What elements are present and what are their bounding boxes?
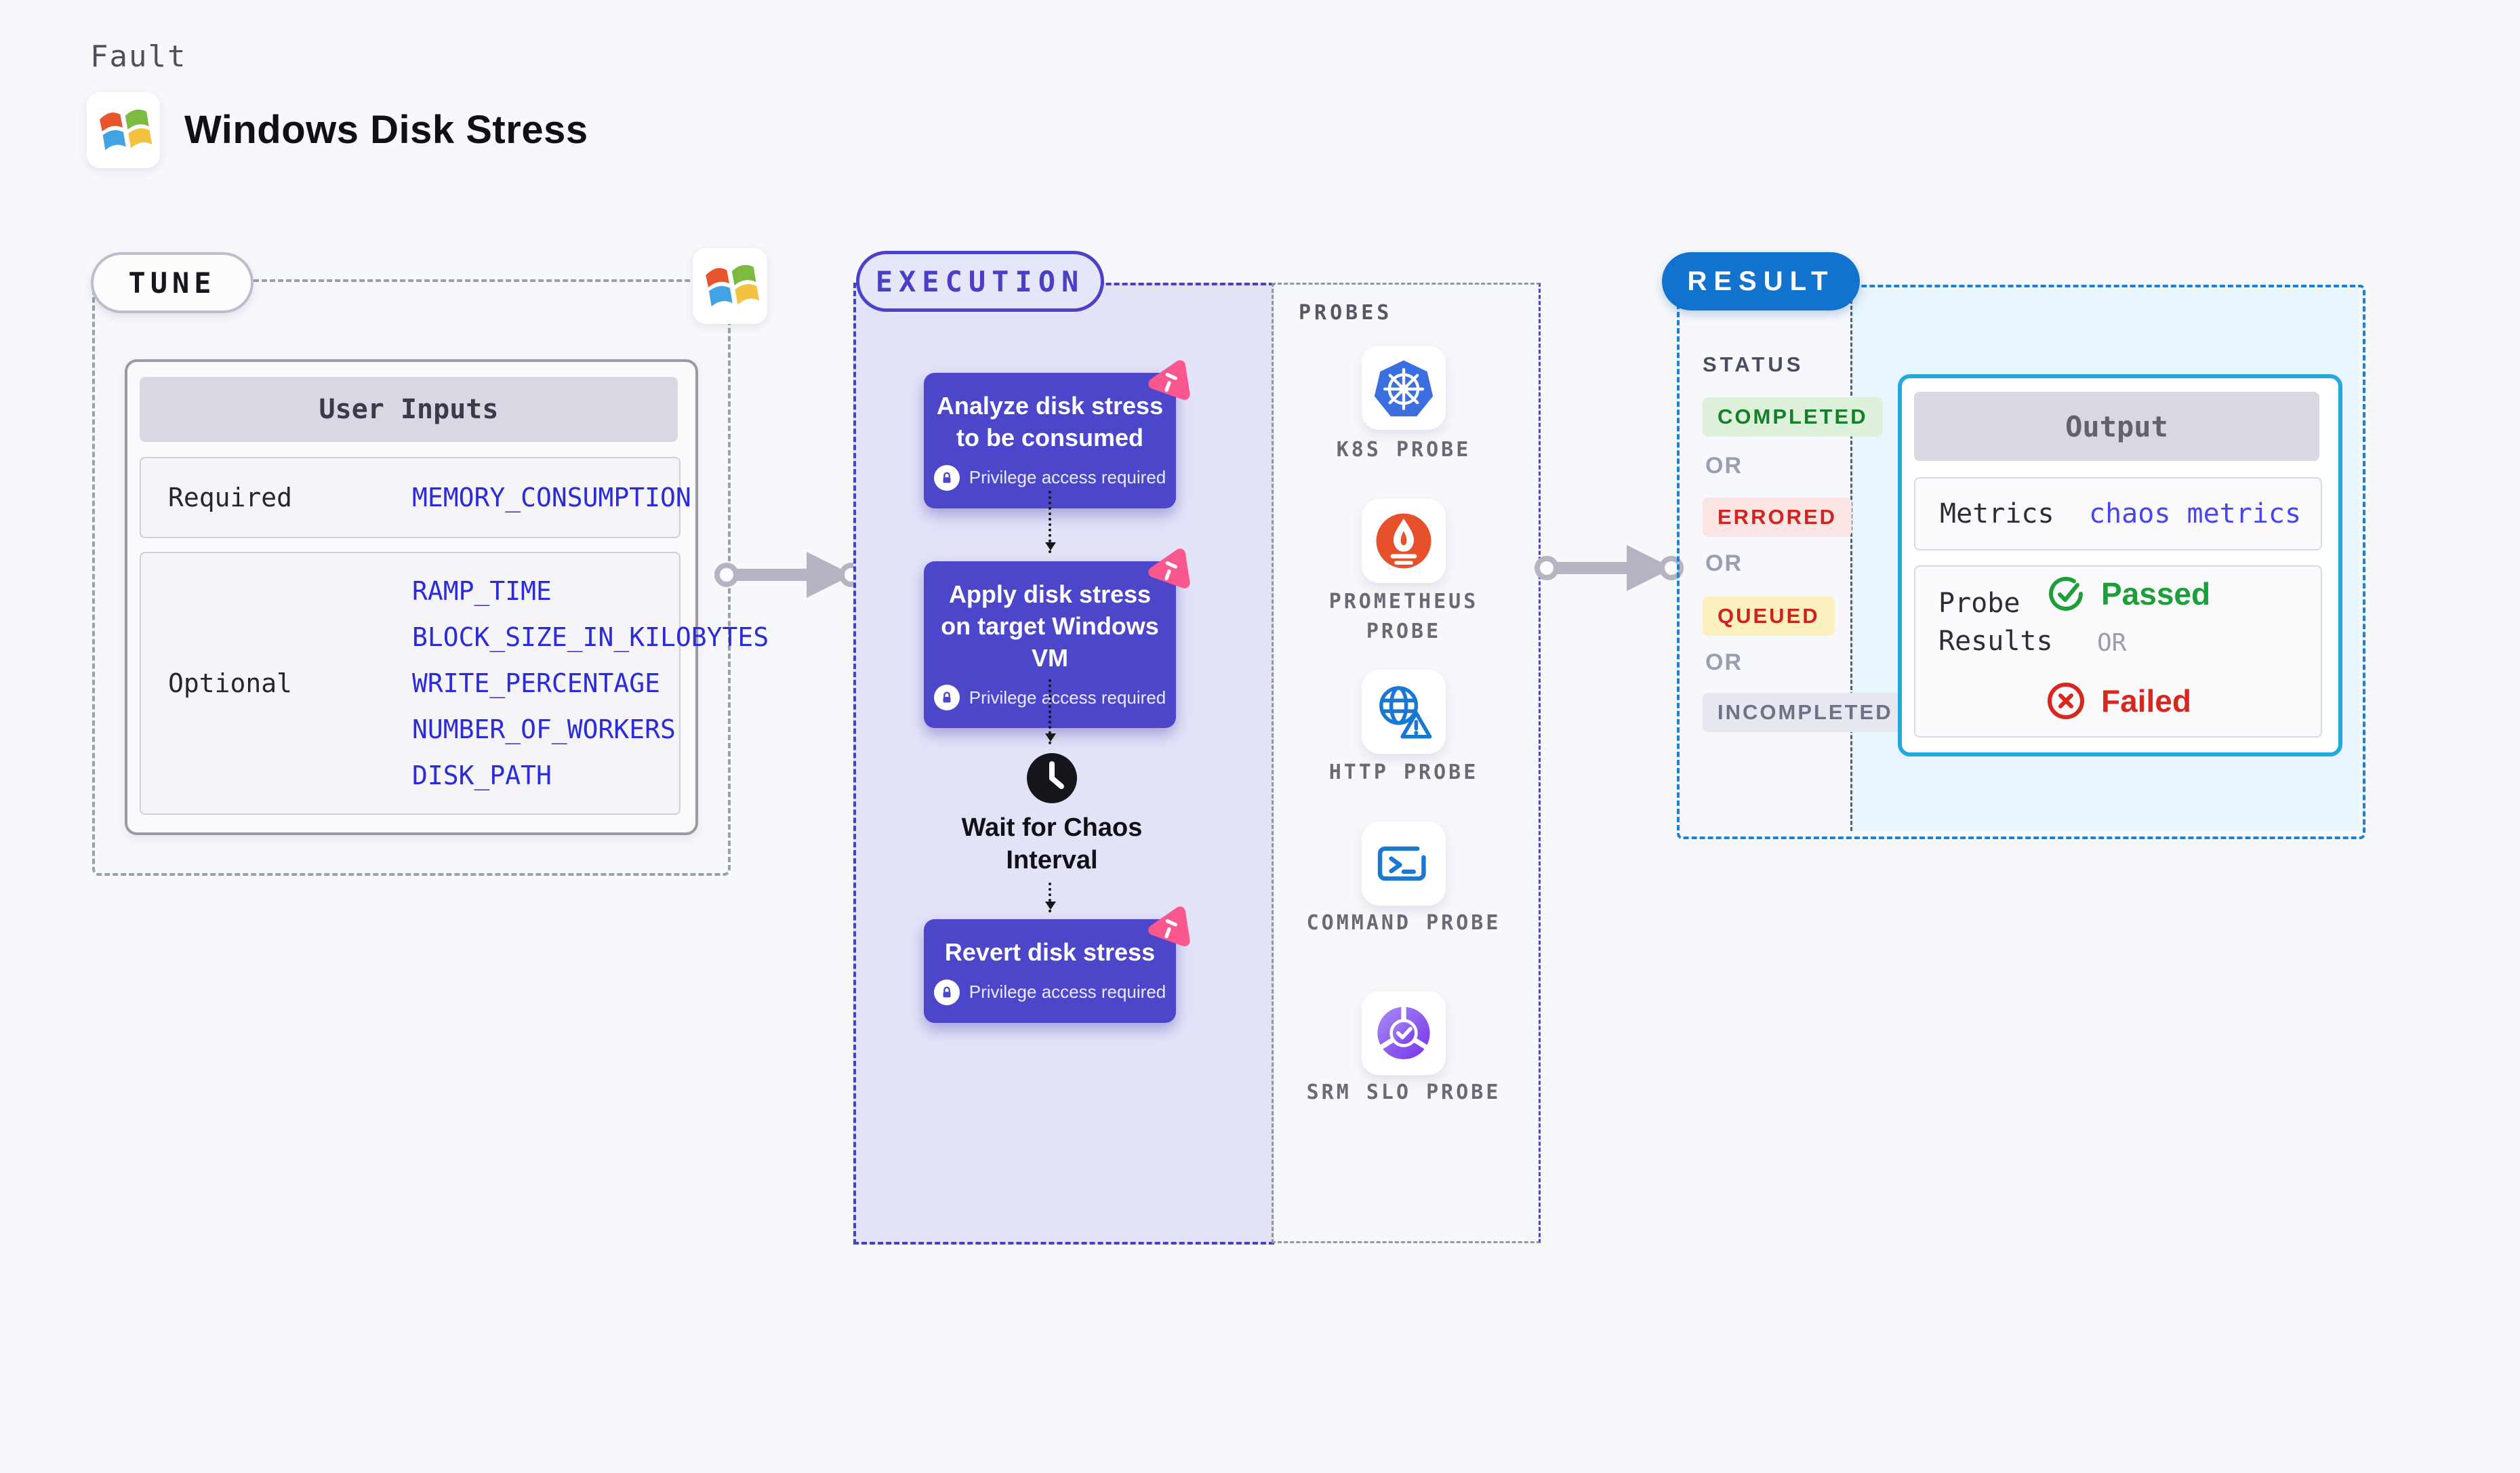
step-title: Analyze disk stress to be consumed (936, 392, 1164, 451)
chaos-experiment-icon (1147, 359, 1191, 403)
command-probe-card (1362, 822, 1446, 906)
page-title: Windows Disk Stress (184, 108, 588, 152)
status-badge-completed: COMPLETED (1703, 397, 1883, 437)
terminal-icon (1373, 832, 1435, 895)
or-separator: OR (1705, 649, 1743, 675)
step-analyze-disk-stress: Analyze disk stress to be consumed Privi… (924, 360, 1190, 508)
slo-donut-check-icon (1373, 1002, 1435, 1064)
http-probe-label: HTTP PROBE (1328, 761, 1479, 784)
srm-slo-probe-label: SRM SLO PROBE (1306, 1081, 1501, 1104)
status-label: STATUS (1703, 352, 1804, 376)
output-title: Output (1914, 392, 2319, 461)
check-circle-icon (2047, 575, 2085, 613)
prometheus-probe-label: PROMETHEUS PROBE (1328, 590, 1479, 643)
prometheus-icon (1373, 510, 1435, 572)
prometheus-probe-card (1362, 499, 1446, 583)
probe-result-failed: Failed (2047, 682, 2191, 720)
optional-label: Optional (168, 668, 293, 698)
step-title: Revert disk stress (944, 938, 1156, 966)
probes-section-box (1272, 283, 1541, 1243)
execution-pill: EXECUTION (856, 251, 1104, 312)
command-probe-label: COMMAND PROBE (1306, 911, 1501, 935)
step-title: Apply disk stress on target Windows VM (941, 580, 1159, 672)
wait-for-chaos-interval-label: Wait for Chaos Interval (961, 813, 1143, 874)
required-label: Required (168, 483, 293, 512)
or-separator: OR (1705, 550, 1743, 576)
step-apply-disk-stress: Apply disk stress on target Windows VM P… (924, 548, 1190, 729)
windows-logo (87, 92, 160, 168)
optional-inputs-row: Optional RAMP_TIME BLOCK_SIZE_IN_KILOBYT… (140, 552, 769, 815)
fault-kicker: Fault (90, 39, 187, 74)
http-probe-card (1362, 670, 1446, 754)
tune-to-execution-arrow (713, 549, 865, 601)
param-number-of-workers: NUMBER_OF_WORKERS (412, 714, 676, 744)
windows-flag-icon (698, 254, 762, 318)
x-circle-icon (2047, 682, 2085, 720)
metrics-value: chaos metrics (2089, 498, 2302, 529)
status-badge-incompleted: INCOMPLETED (1703, 693, 1908, 732)
metrics-label: Metrics (1940, 498, 2054, 529)
param-write-percentage: WRITE_PERCENTAGE (412, 668, 661, 698)
or-separator: OR (1705, 453, 1743, 479)
k8s-probe-label: K8S PROBE (1336, 438, 1471, 462)
clock-icon (1025, 751, 1079, 805)
probes-label: PROBES (1299, 301, 1393, 325)
probe-results-label: Probe Results (1938, 588, 2053, 657)
status-badge-queued: QUEUED (1703, 597, 1835, 636)
privilege-badge: Privilege access required (969, 687, 1166, 708)
k8s-probe-card (1362, 346, 1446, 430)
windows-logo-small (693, 248, 767, 324)
status-badge-errored: ERRORED (1703, 498, 1852, 537)
result-section-box (1677, 285, 2365, 839)
probe-result-passed: Passed (2047, 575, 2210, 613)
metrics-row: Metrics chaos metrics (1914, 477, 2322, 550)
step-revert-disk-stress: Revert disk stress Privilege access requ… (924, 906, 1190, 1023)
failed-label: Failed (2101, 683, 2191, 719)
or-separator: OR (2097, 629, 2127, 657)
flow-connector (1045, 679, 1056, 744)
chaos-experiment-icon (1147, 906, 1191, 949)
probe-results-row (1914, 565, 2322, 738)
lock-icon (933, 979, 960, 1005)
lock-icon (933, 685, 960, 711)
privilege-badge: Privilege access required (969, 982, 1166, 1003)
execution-to-result-arrow (1533, 542, 1685, 594)
globe-warning-icon (1373, 681, 1435, 743)
required-inputs-row: Required MEMORY_CONSUMPTION (140, 457, 691, 538)
user-inputs-title: User Inputs (140, 377, 678, 442)
passed-label: Passed (2101, 576, 2211, 611)
windows-flag-icon (92, 99, 155, 161)
flow-connector (1045, 491, 1056, 553)
lock-icon (933, 464, 960, 491)
chaos-experiment-icon (1147, 548, 1191, 591)
srm-slo-probe-card (1362, 991, 1446, 1075)
flow-connector (1045, 883, 1056, 912)
param-memory-consumption: MEMORY_CONSUMPTION (412, 483, 691, 512)
param-disk-path: DISK_PATH (412, 761, 552, 790)
tune-pill: TUNE (91, 252, 253, 313)
result-pill: RESULT (1662, 252, 1860, 310)
privilege-badge: Privilege access required (969, 467, 1166, 488)
param-block-size: BLOCK_SIZE_IN_KILOBYTES (412, 622, 769, 652)
kubernetes-icon (1371, 355, 1436, 420)
param-ramp-time: RAMP_TIME (412, 576, 552, 606)
